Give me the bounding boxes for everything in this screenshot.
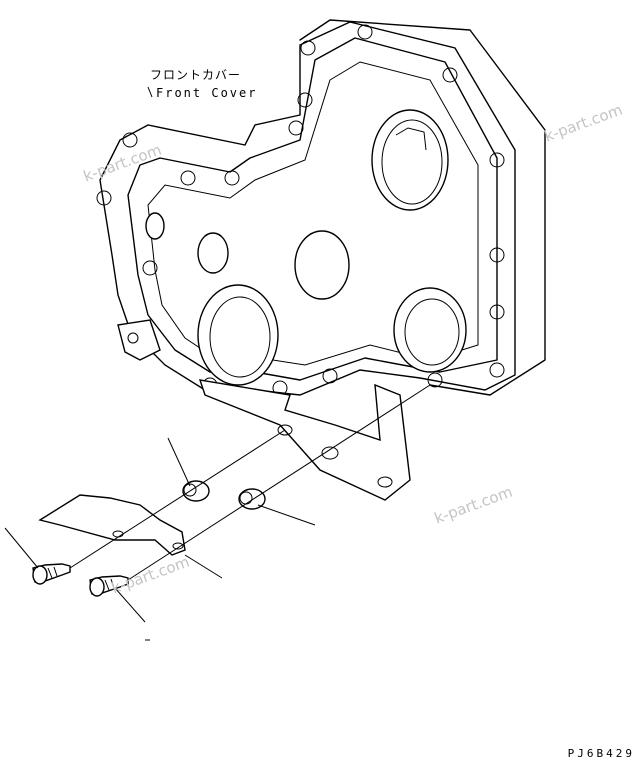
drawing-code: PJ6B429: [567, 747, 635, 760]
assembly-lines: [69, 384, 431, 581]
front-cover-label-jp: フロントカバー: [150, 68, 242, 82]
leader-lines: [4, 86, 316, 641]
guard-plate: [38, 494, 186, 556]
front-cover: [96, 19, 546, 396]
bolt-upper: [32, 563, 71, 585]
bracket: [198, 379, 411, 501]
spacer-left: [182, 480, 210, 502]
bolt-lower: [89, 575, 129, 597]
front-cover-label-en: Front Cover: [156, 86, 258, 100]
